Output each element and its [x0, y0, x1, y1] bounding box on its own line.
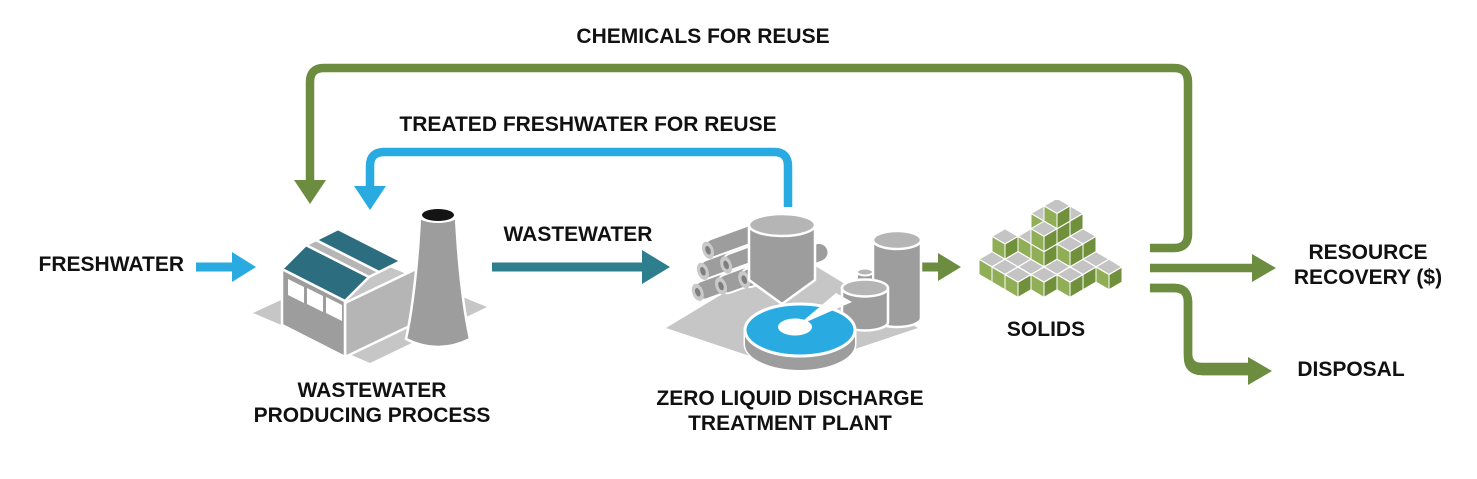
- wastewater-label: WASTEWATER: [503, 223, 653, 246]
- freshwater-label: FRESHWATER: [38, 253, 184, 276]
- factory-label: WASTEWATER PRODUCING PROCESS: [222, 378, 522, 428]
- solids-label: SOLIDS: [1006, 318, 1086, 341]
- disposal-label: DISPOSAL: [1297, 358, 1405, 381]
- resource-recovery-label-line2: RECOVERY ($): [1293, 266, 1443, 289]
- treated-freshwater-reuse-flow-line: [365, 147, 793, 207]
- chemicals-reuse-arrowhead-icon: [294, 180, 326, 204]
- solids-pile-icon: [977, 200, 1124, 299]
- disposal-flow-line: [1150, 283, 1248, 376]
- treatment-plant-icon: [666, 212, 923, 372]
- factory-windows: [288, 279, 342, 321]
- resource-recovery-arrowhead-icon: [1252, 254, 1276, 282]
- chemicals-reuse-label: CHEMICALS FOR REUSE: [576, 25, 830, 48]
- disposal-arrowhead-icon: [1248, 357, 1272, 385]
- factory-label-line1: WASTEWATER: [297, 379, 447, 402]
- resource-recovery-label: RESOURCE RECOVERY ($): [1268, 240, 1468, 290]
- solids-arrowhead-icon: [938, 253, 961, 281]
- factory-label-line2: PRODUCING PROCESS: [253, 404, 491, 427]
- cooling-tower-icon: [404, 207, 472, 349]
- hopper-silo-icon: [747, 212, 817, 306]
- factory-icon: [253, 207, 487, 363]
- treated-freshwater-reuse-label: TREATED FRESHWATER FOR REUSE: [399, 113, 777, 136]
- freshwater-arrowhead-icon: [232, 252, 256, 282]
- chemicals-reuse-flow-line: [305, 63, 1193, 253]
- plant-label-line1: ZERO LIQUID DISCHARGE: [656, 387, 924, 410]
- treated-freshwater-arrowhead-icon: [354, 186, 386, 210]
- treatment-plant-label: ZERO LIQUID DISCHARGE TREATMENT PLANT: [630, 386, 950, 436]
- plant-label-line2: TREATMENT PLANT: [688, 412, 892, 435]
- wastewater-arrowhead-icon: [642, 250, 670, 284]
- small-tank-icon: [840, 267, 890, 332]
- resource-recovery-label-line1: RESOURCE: [1308, 241, 1428, 264]
- disposal-flow-line-corner: [1150, 283, 1248, 376]
- clarifier-icon: [743, 293, 857, 372]
